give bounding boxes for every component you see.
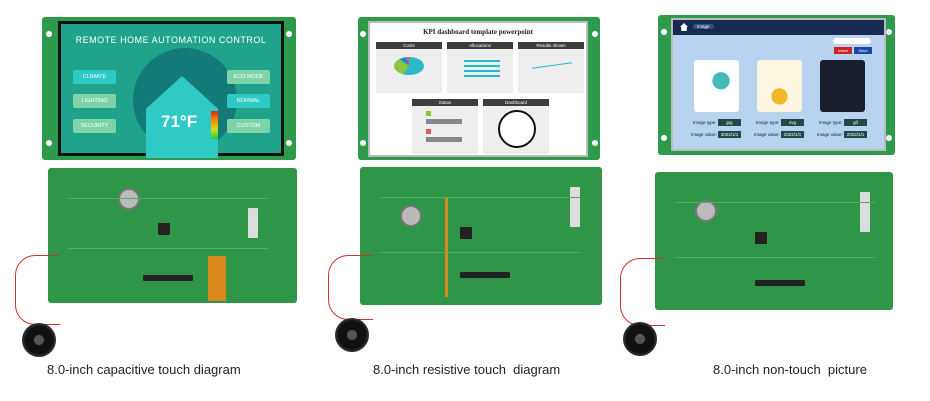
eco-mode-button[interactable]: ECO MODE bbox=[227, 70, 270, 84]
panel-dashboard: Dashboard bbox=[483, 99, 549, 106]
image-type-label: Image type: bbox=[693, 120, 717, 125]
home-icon[interactable] bbox=[680, 23, 688, 31]
coin-battery bbox=[118, 188, 140, 210]
gauge-icon bbox=[498, 110, 536, 148]
screen-title: REMOTE HOME AUTOMATION CONTROL bbox=[75, 35, 267, 45]
panel-status: Status bbox=[412, 99, 478, 106]
speaker-wire bbox=[328, 255, 373, 320]
caption-capacitive: 8.0-inch capacitive touch diagram bbox=[47, 362, 241, 377]
touch-ribbon-connector bbox=[208, 256, 226, 301]
search-input[interactable] bbox=[833, 38, 871, 44]
save-button[interactable]: Save bbox=[854, 47, 872, 54]
normal-button[interactable]: NORMAL bbox=[227, 94, 270, 108]
image-illustration bbox=[757, 60, 802, 112]
capacitive-pcb-board bbox=[48, 168, 297, 303]
resistive-pcb-board bbox=[360, 167, 602, 305]
non-touch-screen: Image Insert Save Image type: jpg Image … bbox=[671, 18, 886, 151]
speaker-icon bbox=[335, 318, 369, 352]
image-value-label: Image value: bbox=[817, 132, 843, 137]
security-button[interactable]: SECURITY bbox=[73, 119, 116, 133]
image-type-label: Image type: bbox=[819, 120, 843, 125]
image-type-value: gif bbox=[844, 119, 867, 126]
image-value-value: 2022/1/1 bbox=[718, 131, 741, 138]
panel-costs: Costs bbox=[376, 42, 442, 49]
image-bubbles bbox=[694, 60, 739, 112]
insert-button[interactable]: Insert bbox=[834, 47, 852, 54]
panel-results: Results shown bbox=[518, 42, 584, 49]
coin-battery bbox=[400, 205, 422, 227]
image-type-value: jpg bbox=[718, 119, 741, 126]
climate-button[interactable]: CLIMATE bbox=[73, 70, 116, 84]
top-nav-bar bbox=[673, 20, 884, 35]
touch-flex-cable bbox=[445, 197, 448, 297]
capacitive-screen: REMOTE HOME AUTOMATION CONTROL 71°F CLIM… bbox=[58, 21, 284, 158]
capacitive-display-module: REMOTE HOME AUTOMATION CONTROL 71°F CLIM… bbox=[42, 17, 296, 160]
non-touch-pcb-board bbox=[655, 172, 893, 310]
image-value-value: 2022/1/1 bbox=[781, 131, 804, 138]
speaker-icon bbox=[623, 322, 657, 356]
custom-button[interactable]: CUSTOM bbox=[227, 119, 270, 133]
caption-resistive: 8.0-inch resistive touch diagram bbox=[373, 362, 561, 377]
pie-chart bbox=[394, 57, 424, 75]
lighting-button[interactable]: LIGHTING bbox=[73, 94, 116, 108]
temperature-readout: 71°F bbox=[161, 112, 198, 131]
thermometer-icon bbox=[211, 111, 218, 139]
speaker-icon bbox=[22, 323, 56, 357]
speaker-wire bbox=[620, 258, 665, 326]
resistive-display-module: KPI dashboard template powerpoint Costs … bbox=[358, 17, 600, 160]
bar-chart bbox=[464, 59, 500, 79]
image-value-label: Image value: bbox=[691, 132, 717, 137]
non-touch-display-module: Image Insert Save Image type: jpg Image … bbox=[658, 15, 895, 155]
nav-label[interactable]: Image bbox=[693, 24, 714, 29]
resistive-screen: KPI dashboard template powerpoint Costs … bbox=[368, 21, 588, 157]
speaker-wire bbox=[15, 255, 60, 325]
image-value-label: Image value: bbox=[754, 132, 780, 137]
coin-battery bbox=[695, 200, 717, 222]
panel-allocations: Allocations bbox=[447, 42, 513, 49]
image-value-value: 2022/1/1 bbox=[844, 131, 867, 138]
screen-title: KPI dashboard template powerpoint bbox=[423, 28, 533, 36]
image-dark-panel bbox=[820, 60, 865, 112]
image-type-value: svg bbox=[781, 119, 804, 126]
caption-non-touch: 8.0-inch non-touch picture bbox=[713, 362, 867, 377]
image-type-label: Image type: bbox=[756, 120, 780, 125]
